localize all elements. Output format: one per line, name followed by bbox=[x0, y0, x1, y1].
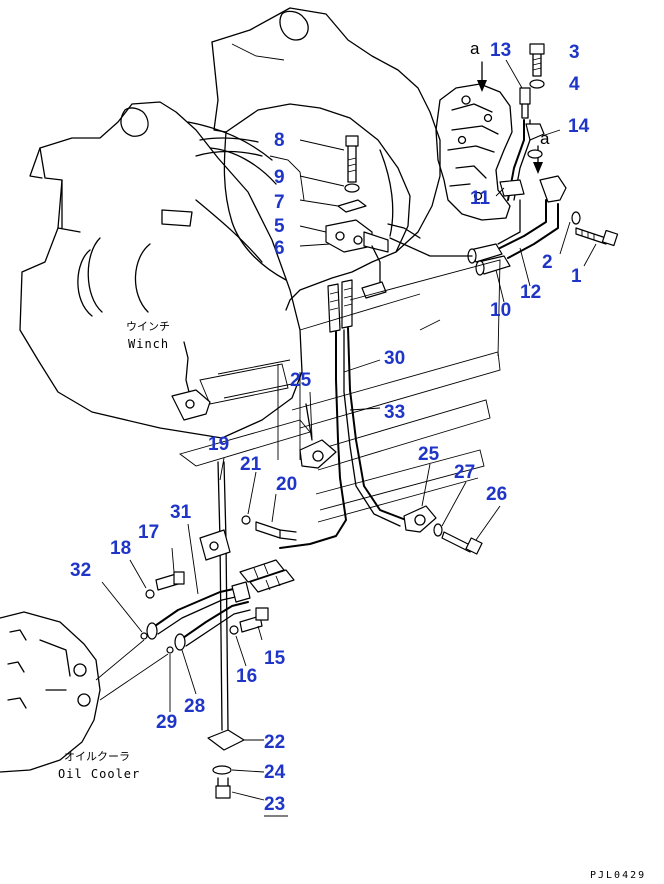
part-number: 9 bbox=[274, 167, 285, 188]
part-number: 29 bbox=[156, 712, 177, 733]
part-number: 30 bbox=[384, 348, 405, 369]
part-number: 16 bbox=[236, 666, 257, 687]
part-number: 20 bbox=[276, 474, 297, 495]
hose-30-33-fittings bbox=[327, 279, 353, 333]
rod-19 bbox=[217, 461, 223, 731]
part-number: 22 bbox=[264, 732, 285, 753]
part-number: 5 bbox=[274, 216, 285, 237]
part-number: 3 bbox=[569, 42, 580, 63]
part-number: 26 bbox=[486, 484, 507, 505]
bolt-20 bbox=[255, 521, 297, 541]
clamp-25-left bbox=[299, 403, 337, 469]
part-number: 11 bbox=[470, 188, 491, 209]
part-number: 6 bbox=[274, 238, 285, 259]
tube-assembly-12 bbox=[497, 199, 559, 259]
control-valve-block bbox=[435, 83, 513, 221]
winch-label-jp: ウインチ bbox=[126, 320, 170, 333]
bolt-1 bbox=[575, 227, 619, 247]
hose-33-b bbox=[343, 329, 401, 527]
winch-fitting bbox=[171, 341, 211, 421]
winch-label-en: Winch bbox=[128, 337, 169, 351]
part-number: 7 bbox=[274, 192, 285, 213]
part-number: 25 bbox=[290, 370, 312, 391]
washer-4 bbox=[529, 79, 545, 89]
part-number: 19 bbox=[208, 434, 229, 455]
oil-cooler-label-jp: オイルクーラ bbox=[64, 750, 130, 763]
part-number: 12 bbox=[520, 282, 541, 303]
bolt-17 bbox=[155, 571, 185, 591]
pipe-28 bbox=[174, 601, 251, 651]
part-number: 1 bbox=[571, 266, 582, 287]
clamp-22 bbox=[207, 729, 245, 751]
view-arrow-top bbox=[477, 61, 487, 92]
part-number: 27 bbox=[454, 462, 475, 483]
clamp-block-5-6 bbox=[325, 219, 389, 299]
part-number: 13 bbox=[490, 40, 511, 61]
washer-16 bbox=[229, 625, 239, 635]
oil-cooler-label-en: Oil Cooler bbox=[58, 767, 140, 781]
part-number: 2 bbox=[542, 252, 553, 273]
o-ring-29 bbox=[166, 646, 174, 654]
washer-9 bbox=[344, 183, 360, 193]
part-number: 32 bbox=[70, 560, 91, 581]
part-number: 31 bbox=[170, 502, 192, 523]
washer-2 bbox=[571, 211, 581, 225]
bolt-3 bbox=[529, 43, 545, 77]
part-number: 14 bbox=[568, 116, 590, 137]
view-ref-top: a bbox=[470, 39, 480, 58]
hose-30 bbox=[279, 331, 347, 549]
bracket-19 bbox=[199, 529, 231, 561]
hose-33 bbox=[347, 327, 407, 521]
washer-27 bbox=[433, 523, 443, 537]
elbow-13 bbox=[519, 87, 531, 119]
part-number: 24 bbox=[264, 762, 286, 783]
view-ref-side: a bbox=[540, 129, 550, 148]
part-number: 28 bbox=[184, 696, 205, 717]
clamp-25-right bbox=[403, 505, 437, 533]
part-number: 4 bbox=[569, 74, 580, 95]
part-number: 25 bbox=[418, 444, 440, 465]
fitting-14 bbox=[525, 123, 545, 159]
part-number: 23 bbox=[264, 794, 285, 815]
part-number: 18 bbox=[110, 538, 131, 559]
part-number: 15 bbox=[264, 648, 286, 669]
washer-24 bbox=[212, 765, 232, 775]
part-number: 17 bbox=[138, 522, 159, 543]
bolt-23 bbox=[215, 777, 231, 799]
bolt-15 bbox=[239, 607, 269, 633]
winch-housing bbox=[19, 101, 303, 439]
drawing-code: PJL0429 bbox=[590, 870, 646, 881]
part-number: 8 bbox=[274, 130, 285, 151]
part-callouts: 1 2 3 4 5 6 7 8 9 10 11 12 13 14 15 16 1… bbox=[70, 40, 590, 815]
o-ring-32 bbox=[140, 632, 148, 640]
transmission-case bbox=[195, 7, 441, 311]
plate-7 bbox=[337, 199, 367, 213]
pipe-31 bbox=[146, 581, 251, 640]
bolt-8 bbox=[345, 135, 359, 183]
frame-outline bbox=[179, 259, 501, 523]
hose-10-run bbox=[389, 237, 473, 257]
part-number: 10 bbox=[490, 300, 511, 321]
bolt-26 bbox=[441, 531, 483, 555]
part-number: 33 bbox=[384, 402, 405, 423]
hose-ends-10 bbox=[467, 243, 511, 276]
hose-fittings-20 bbox=[239, 559, 295, 593]
oil-cooler bbox=[0, 611, 169, 773]
leader-lines bbox=[101, 59, 597, 817]
washer-21 bbox=[241, 515, 251, 525]
rod-19-b bbox=[223, 461, 229, 731]
washer-18 bbox=[145, 589, 155, 599]
part-number: 21 bbox=[240, 454, 262, 475]
fitting-11-block bbox=[499, 175, 567, 203]
